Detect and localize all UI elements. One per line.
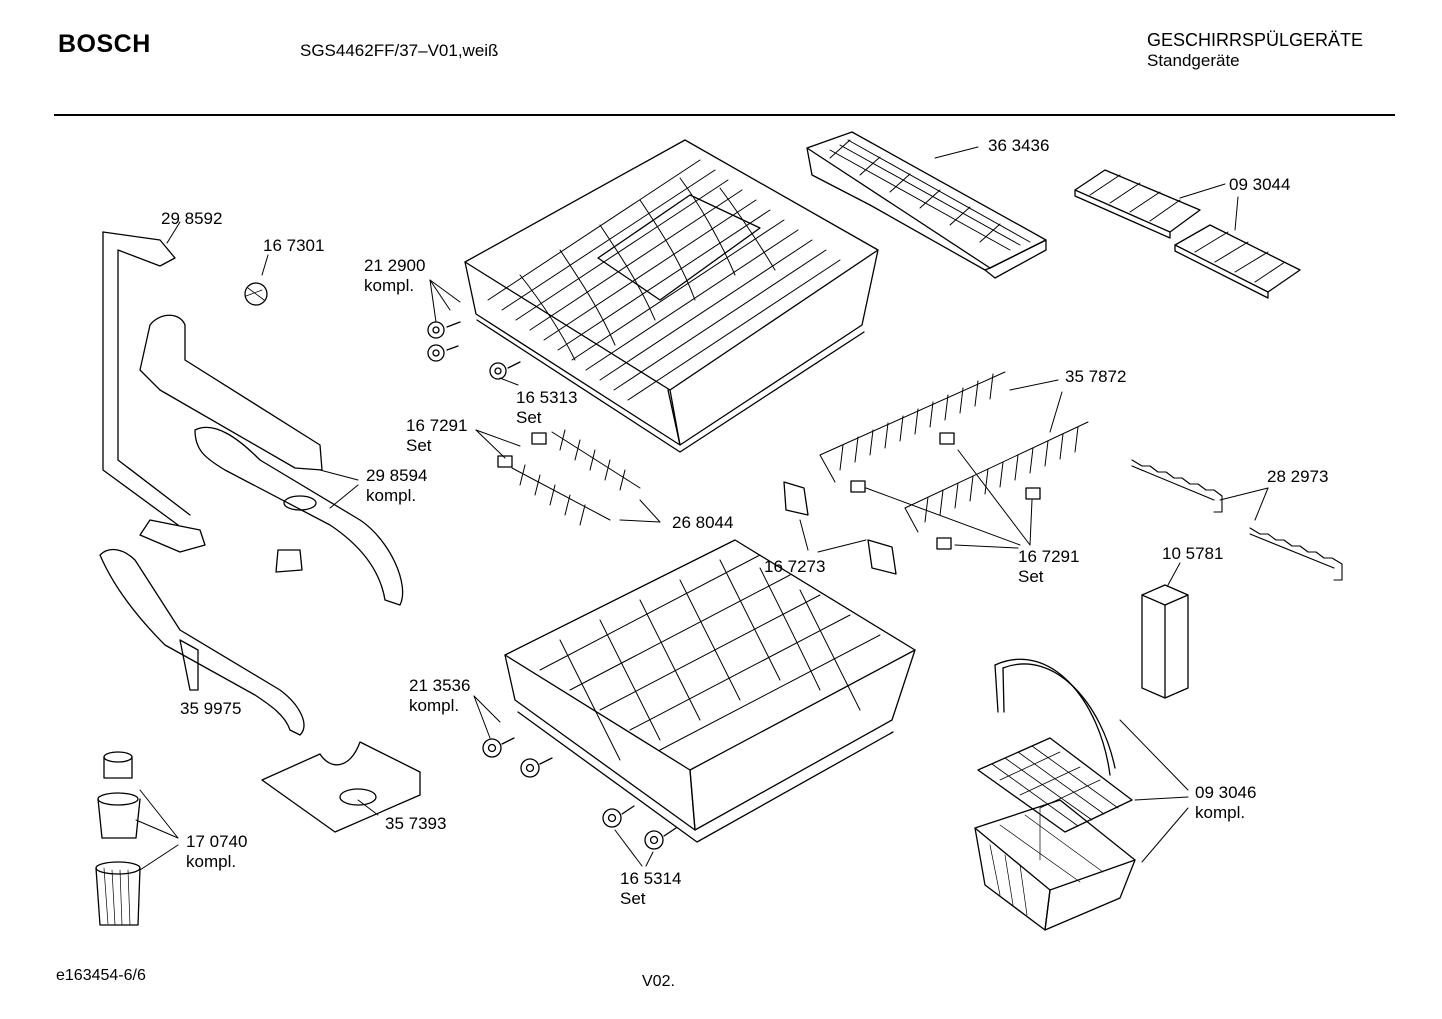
cutlery-holder-drawing — [1141, 584, 1189, 699]
part-qualifier: Set — [620, 889, 646, 908]
part-label-167273: 16 7273 — [764, 557, 826, 576]
part-label-105781: 10 5781 — [1162, 544, 1224, 563]
category-title: GESCHIRRSPÜLGERÄTE — [1147, 30, 1364, 50]
part-label-167291-upper: 16 7291 Set — [406, 416, 467, 456]
part-label-212900: 21 2900 kompl. — [364, 256, 425, 296]
part-label-359975: 35 9975 — [180, 699, 242, 718]
part-qualifier: Set — [516, 408, 542, 427]
filter-plate-drawing — [261, 741, 421, 833]
part-number: 29 8594 — [366, 466, 428, 485]
filter-drawing — [95, 751, 141, 926]
cutlery-basket-drawing — [974, 658, 1136, 931]
part-qualifier: kompl. — [1195, 803, 1246, 822]
tine-rows-drawing — [511, 371, 1089, 533]
step-rails-drawing — [1131, 459, 1343, 581]
part-label-298594: 29 8594 kompl. — [366, 466, 427, 506]
holders-drawing — [783, 481, 897, 575]
part-label-167291-lower: 16 7291 Set — [1018, 547, 1079, 587]
part-label-363436: 36 3436 — [988, 136, 1050, 155]
part-label-357872: 35 7872 — [1065, 367, 1127, 386]
part-label-282973: 28 2973 — [1267, 467, 1329, 486]
clips-drawing — [497, 432, 1041, 550]
leader-lines — [135, 146, 1269, 871]
lower-spray-arm-drawing — [99, 548, 305, 736]
cutlery-tray-drawing — [806, 131, 1047, 279]
part-label-268044: 26 8044 — [672, 513, 734, 532]
part-qualifier: kompl. — [364, 276, 415, 295]
part-number: 16 7291 — [1018, 547, 1080, 566]
supply-tube-drawing — [102, 231, 206, 553]
part-number: 16 5314 — [620, 869, 682, 888]
header-rule — [54, 114, 1395, 116]
part-qualifier: Set — [1018, 567, 1044, 586]
part-qualifier: kompl. — [366, 486, 417, 505]
part-label-213536: 21 3536 kompl. — [409, 676, 470, 716]
part-label-165314: 16 5314 Set — [620, 869, 681, 909]
part-qualifier: kompl. — [186, 852, 237, 871]
part-label-298592: 29 8592 — [161, 209, 223, 228]
part-number: 16 5313 — [516, 388, 578, 407]
document-id: e163454-6/6 — [56, 967, 146, 984]
model-number: SGS4462FF/37–V01,weiß — [300, 41, 499, 60]
part-qualifier: kompl. — [409, 696, 460, 715]
part-number: 16 7291 — [406, 416, 468, 435]
lower-rollers-drawing — [482, 737, 677, 850]
part-label-357393: 35 7393 — [385, 814, 447, 833]
version-label: V02. — [642, 973, 675, 990]
upper-spray-arm-drawing — [139, 282, 404, 606]
part-label-093046: 09 3046 kompl. — [1195, 783, 1256, 823]
part-label-170740: 17 0740 kompl. — [186, 832, 247, 872]
part-number: 21 2900 — [364, 256, 426, 275]
part-number: 21 3536 — [409, 676, 471, 695]
part-qualifier: Set — [406, 436, 432, 455]
part-label-093044: 09 3044 — [1229, 175, 1291, 194]
part-label-167301: 16 7301 — [263, 236, 325, 255]
category-subtitle: Standgeräte — [1147, 51, 1240, 70]
part-label-165313: 16 5313 Set — [516, 388, 577, 428]
part-number: 09 3046 — [1195, 783, 1257, 802]
rack-grid-drawing — [1074, 169, 1301, 299]
upper-basket-drawing — [464, 139, 879, 453]
brand-logo: BOSCH — [58, 30, 151, 58]
part-number: 17 0740 — [186, 832, 248, 851]
upper-rollers-drawing — [427, 321, 521, 380]
lower-basket-drawing — [504, 539, 916, 843]
